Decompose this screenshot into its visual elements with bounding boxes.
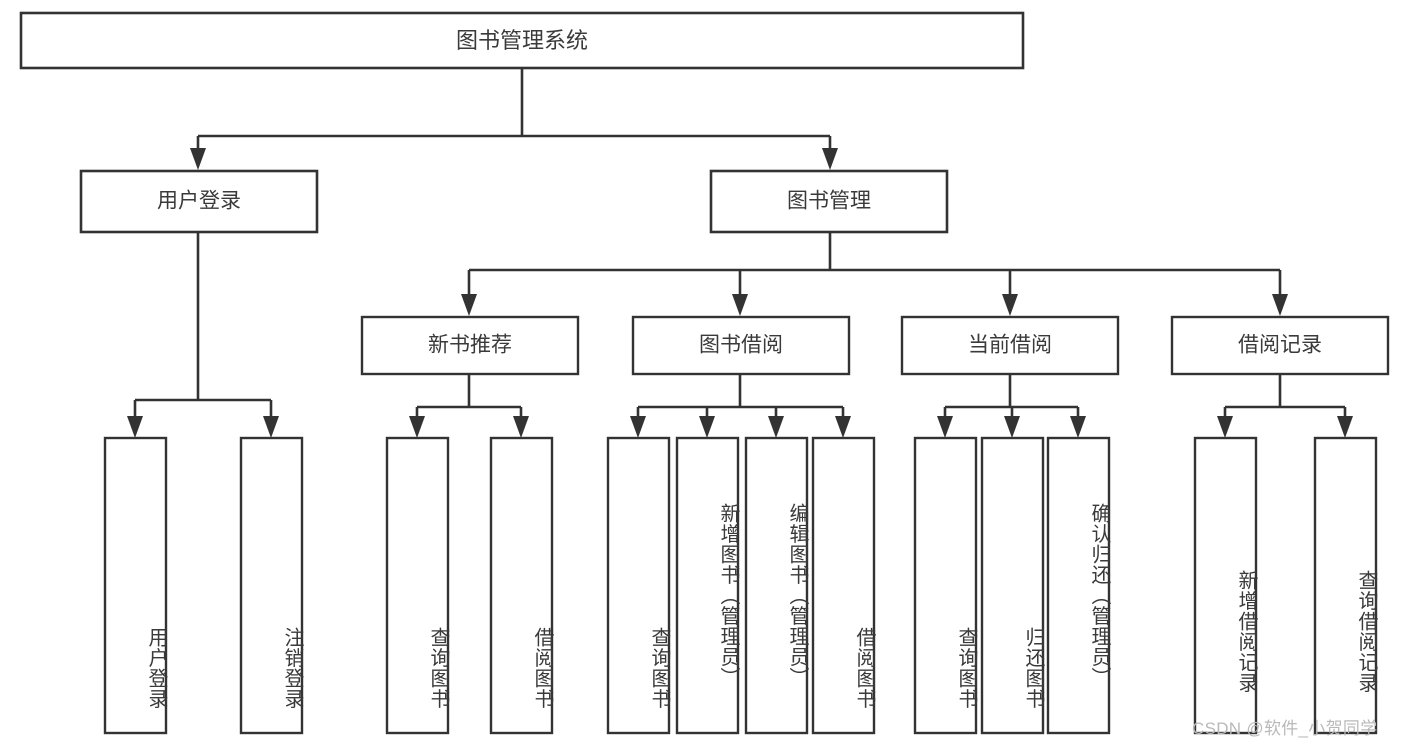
node-leaf-1-box[interactable] (103, 436, 168, 735)
arrowhead-leaf-8 (835, 416, 851, 438)
node-leaf-2-box[interactable] (239, 436, 304, 735)
node-newbook[interactable]: 新书推荐 (360, 315, 580, 376)
node-newbook-label: 新书推荐 (428, 334, 512, 357)
node-newbook-box[interactable] (360, 315, 580, 376)
arrowhead-leaf-10 (1004, 416, 1020, 438)
arrowhead-leaf-11 (1070, 416, 1086, 438)
node-root[interactable]: 图书管理系统 (19, 11, 1025, 70)
arrowhead-borrow (732, 294, 748, 316)
node-login[interactable]: 用户登录 (79, 169, 319, 234)
node-record-box[interactable] (1170, 315, 1390, 376)
node-leaf-4-box[interactable] (489, 436, 554, 735)
arrowhead-leaf-6 (699, 416, 715, 438)
node-leaf-12-box[interactable] (1193, 436, 1258, 735)
node-leaf-6-box[interactable] (675, 436, 740, 735)
node-root-label: 图书管理系统 (456, 28, 588, 53)
arrowhead-leaf-13 (1337, 416, 1353, 438)
csdn-watermark: CSDN @软件_小贺同学 (1192, 719, 1378, 738)
arrowhead-current (1002, 294, 1018, 316)
node-leaf-5-box[interactable] (606, 436, 671, 735)
arrowhead-record (1272, 294, 1288, 316)
arrowhead-leaf-4 (513, 416, 529, 438)
arrowhead-leaf-7 (768, 416, 784, 438)
node-leaf-7-box[interactable] (744, 436, 809, 735)
node-bookmgmt[interactable]: 图书管理 (709, 169, 949, 234)
arrowhead-leaf-1 (127, 416, 143, 438)
node-root-box[interactable] (19, 11, 1025, 70)
node-bookmgmt-label: 图书管理 (787, 190, 871, 213)
node-login-box[interactable] (79, 169, 319, 234)
node-leaf-9-box[interactable] (913, 436, 978, 735)
node-borrow[interactable]: 图书借阅 (631, 315, 851, 376)
leaf-boxes (103, 436, 1378, 735)
node-current-label: 当前借阅 (968, 334, 1052, 357)
node-current-box[interactable] (900, 315, 1120, 376)
connectors (127, 68, 1353, 438)
arrowhead-newbook (461, 294, 477, 316)
node-borrow-label: 图书借阅 (699, 334, 783, 357)
node-record-label: 借阅记录 (1238, 334, 1322, 357)
node-leaf-3-box[interactable] (385, 436, 450, 735)
node-leaf-13-box[interactable] (1313, 436, 1378, 735)
arrowhead-leaf-9 (937, 416, 953, 438)
node-login-label: 用户登录 (157, 190, 241, 213)
arrowhead-leaf-3 (409, 416, 425, 438)
arrowhead-bookmgmt (822, 148, 838, 170)
node-leaf-8-box[interactable] (811, 436, 876, 735)
node-record[interactable]: 借阅记录 (1170, 315, 1390, 376)
arrowhead-leaf-5 (630, 416, 646, 438)
node-borrow-box[interactable] (631, 315, 851, 376)
node-bookmgmt-box[interactable] (709, 169, 949, 234)
node-leaf-10-box[interactable] (980, 436, 1045, 735)
arrowhead-leaf-2 (263, 416, 279, 438)
node-current[interactable]: 当前借阅 (900, 315, 1120, 376)
node-leaf-11-box[interactable] (1046, 436, 1111, 735)
arrowhead-login (190, 148, 206, 170)
arrowhead-leaf-12 (1217, 416, 1233, 438)
